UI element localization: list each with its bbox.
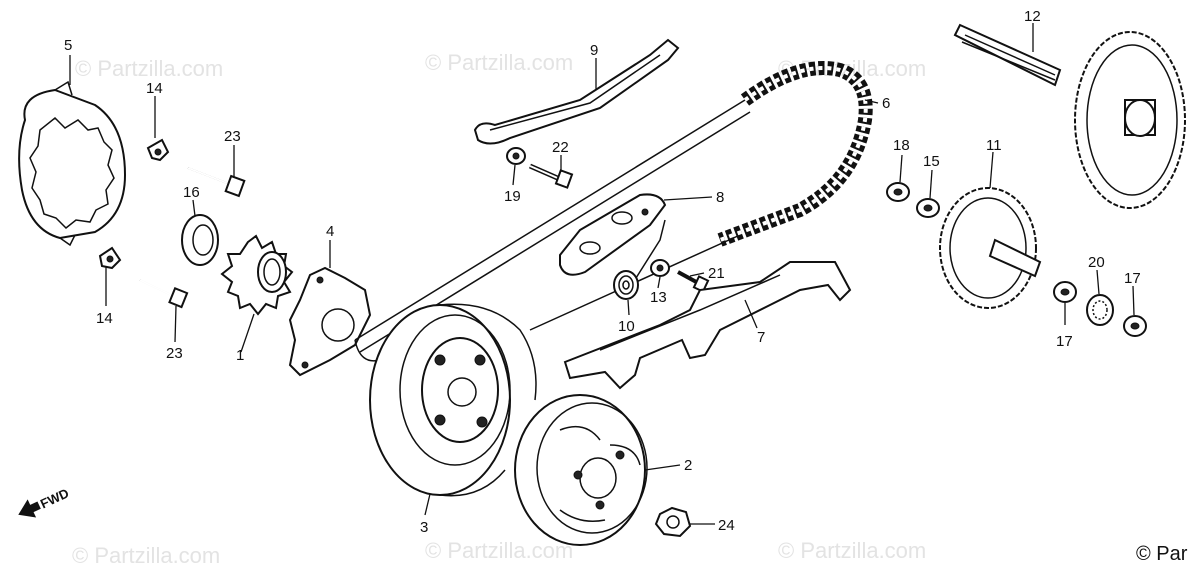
callout-2: 2 [684, 457, 692, 474]
callout-7: 7 [757, 329, 765, 346]
part-21-bolt[interactable] [677, 270, 710, 293]
part-12-final-gear-shaft[interactable] [953, 23, 1186, 209]
part-6-drive-chain[interactable] [717, 61, 873, 247]
part-13-washer[interactable] [650, 259, 670, 277]
part-17-washer-right[interactable] [1123, 315, 1147, 337]
part-18-washer[interactable] [886, 182, 910, 202]
part-14-clip-upper[interactable] [146, 138, 170, 162]
callout-11: 11 [986, 137, 1002, 154]
callout-labels: 5 14 23 16 14 23 1 4 9 6 8 22 19 21 13 1… [64, 8, 1141, 536]
part-3-drive-pulley[interactable] [369, 303, 537, 497]
callout-24: 24 [718, 517, 735, 534]
part-4-drive-plate[interactable] [288, 266, 372, 377]
watermark: © Partzilla.com [425, 50, 573, 75]
watermark: © Partzilla.com [72, 543, 220, 568]
watermark: © Partzilla.com [75, 56, 223, 81]
callout-17: 17 [1124, 270, 1141, 287]
callout-1: 1 [236, 347, 244, 364]
fwd-label: FWD [38, 485, 71, 511]
watermark: © Partzilla.com [425, 538, 573, 563]
part-7-arm[interactable] [563, 261, 852, 390]
callout-10: 10 [618, 318, 635, 335]
part-16-seal[interactable] [181, 214, 219, 266]
callout-4: 4 [326, 223, 334, 240]
callout-20: 20 [1088, 254, 1105, 271]
callout-9: 9 [590, 42, 598, 59]
part-17-washer-left[interactable] [1053, 281, 1077, 303]
callout-23: 23 [224, 128, 241, 145]
part-11-driven-sprocket[interactable] [939, 187, 1042, 309]
part-15-washer[interactable] [916, 198, 940, 218]
callout-6: 6 [882, 95, 890, 112]
watermark: © Partzilla.com [778, 538, 926, 563]
callout-22: 22 [552, 139, 569, 156]
callout-14: 14 [96, 310, 113, 327]
callout-15: 15 [923, 153, 940, 170]
part-23-bolt-lower[interactable] [139, 279, 189, 309]
callout-23: 23 [166, 345, 183, 362]
callout-19: 19 [504, 188, 521, 205]
leader-lines [69, 23, 1135, 525]
callout-21: 21 [708, 265, 725, 282]
callout-5: 5 [64, 37, 72, 54]
part-14-clip-lower[interactable] [98, 246, 122, 270]
part-20-bearing[interactable] [1086, 294, 1114, 326]
part-9-chain-guide[interactable] [473, 38, 680, 145]
part-8-tensioner-arm[interactable] [559, 193, 667, 276]
part-24-nut[interactable] [654, 506, 692, 538]
copyright-notice: © Par [1136, 543, 1188, 565]
callout-13: 13 [650, 289, 667, 306]
part-19-collar[interactable] [506, 147, 526, 165]
part-2-clutch[interactable] [514, 394, 648, 546]
callout-3: 3 [420, 519, 428, 536]
callout-17: 17 [1056, 333, 1073, 350]
part-5-bracket[interactable] [18, 80, 127, 247]
part-22-bolt[interactable] [528, 163, 574, 189]
callout-16: 16 [183, 184, 200, 201]
part-23-bolt-upper[interactable] [187, 167, 246, 198]
fwd-arrow-icon: FWD [18, 485, 71, 518]
callout-8: 8 [716, 189, 724, 206]
callout-18: 18 [893, 137, 910, 154]
part-10-spring[interactable] [613, 219, 666, 300]
callout-12: 12 [1024, 8, 1041, 25]
callout-14: 14 [146, 80, 163, 97]
part-1-drive-sprocket[interactable] [220, 234, 294, 316]
